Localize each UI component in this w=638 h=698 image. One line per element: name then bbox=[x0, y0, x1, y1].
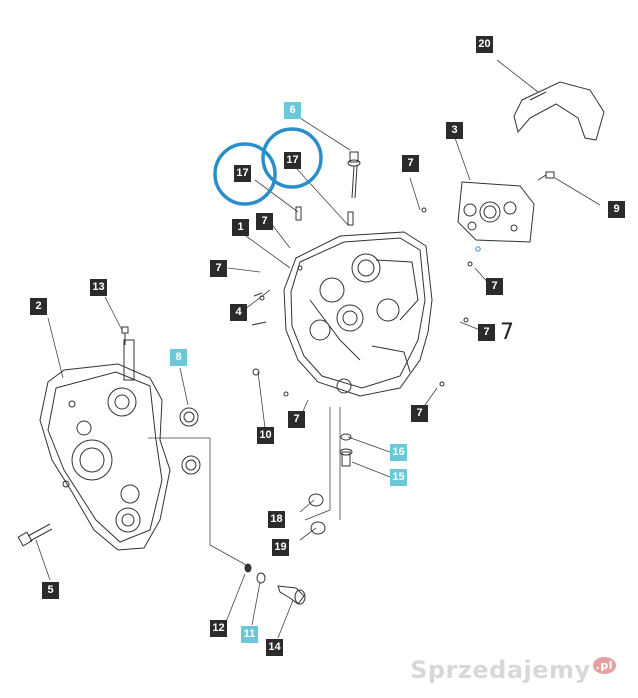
housing-part-1 bbox=[259, 231, 433, 397]
oring-parts bbox=[308, 433, 353, 535]
callout-7: 7 bbox=[478, 324, 495, 341]
callout-15: 15 bbox=[390, 469, 407, 486]
callout-1: 1 bbox=[232, 219, 249, 236]
callout-6: 6 bbox=[284, 102, 301, 119]
watermark-suffix: .pl bbox=[592, 657, 616, 674]
watermark-text: Sprzedajemy bbox=[410, 656, 591, 684]
callout-7: 7 bbox=[402, 155, 419, 172]
bolt-part-9 bbox=[537, 171, 555, 181]
callout-5: 5 bbox=[42, 582, 59, 599]
dowel-pins-part-17 bbox=[295, 206, 354, 226]
callout-7: 7 bbox=[288, 411, 305, 428]
callout-17: 17 bbox=[284, 152, 301, 169]
callout-17: 17 bbox=[234, 165, 251, 182]
cover-part-20 bbox=[513, 81, 605, 141]
callout-7: 7 bbox=[256, 213, 273, 230]
callout-2: 2 bbox=[30, 298, 47, 315]
callout-4: 4 bbox=[230, 304, 247, 321]
callout-7: 7 bbox=[411, 405, 428, 422]
callout-9: 9 bbox=[608, 201, 625, 218]
callout-7: 7 bbox=[210, 260, 227, 277]
seal-part-8 bbox=[179, 407, 201, 475]
watermark: Sprzedajemy.pl bbox=[410, 656, 616, 684]
callout-11: 11 bbox=[241, 626, 258, 643]
drain-plug-parts bbox=[244, 563, 306, 605]
callout-14: 14 bbox=[266, 639, 283, 656]
callout-3: 3 bbox=[446, 122, 463, 139]
callout-7: 7 bbox=[486, 278, 503, 295]
callout-13: 13 bbox=[90, 279, 107, 296]
bolt-part-5 bbox=[17, 523, 53, 547]
callout-20: 20 bbox=[476, 36, 493, 53]
callout-7-plain: 7 bbox=[500, 320, 514, 345]
callout-16: 16 bbox=[390, 444, 407, 461]
highlight-circles bbox=[213, 127, 323, 206]
plate-part-3 bbox=[457, 181, 535, 252]
callout-18: 18 bbox=[268, 511, 285, 528]
callout-19: 19 bbox=[272, 539, 289, 556]
studs-part-4 bbox=[251, 207, 473, 397]
callout-10: 10 bbox=[257, 427, 274, 444]
callout-8: 8 bbox=[170, 349, 187, 366]
breather-part-6 bbox=[347, 151, 361, 199]
bolt-part-13 bbox=[121, 326, 129, 345]
left-cover-part-2 bbox=[39, 339, 171, 551]
callout-12: 12 bbox=[210, 620, 227, 637]
